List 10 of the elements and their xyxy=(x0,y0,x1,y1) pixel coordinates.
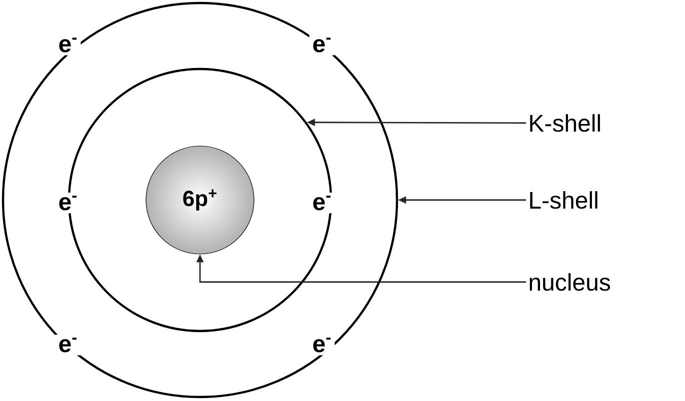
outer-shell-ring xyxy=(2,2,398,398)
electron-label: e$^{-}$ xyxy=(309,334,335,356)
electron-label: e$^{-}$ xyxy=(55,34,81,56)
callout-label: nucleus xyxy=(530,273,610,291)
electron-label: e$^{-}$ xyxy=(309,34,335,56)
callout-label: L-shell xyxy=(530,191,598,209)
callout-label: K-shell xyxy=(530,114,600,132)
electron-label: e$^{-}$ xyxy=(55,192,81,214)
electron-label: e$^{-}$ xyxy=(55,334,81,356)
electron-label: e$^{-}$ xyxy=(309,192,335,214)
